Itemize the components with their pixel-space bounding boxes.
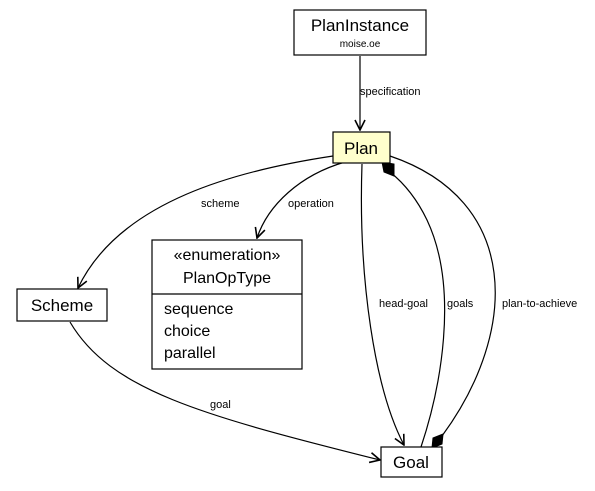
edge-plan-to-achieve: plan-to-achieve bbox=[389, 155, 577, 449]
node-goal-box bbox=[380, 446, 443, 478]
edge-goals: goals bbox=[381, 161, 474, 448]
node-goal-title: Goal bbox=[393, 453, 429, 472]
edge-goal-label: goal bbox=[210, 399, 231, 411]
enum-literal-choice: choice bbox=[164, 323, 210, 340]
edge-head-goal-line bbox=[360, 163, 404, 445]
edge-plan-to-achieve-label: plan-to-achieve bbox=[502, 298, 577, 310]
edge-goals-label: goals bbox=[447, 298, 474, 310]
edge-operation: operation bbox=[257, 161, 346, 238]
node-plan-box bbox=[332, 131, 391, 164]
edge-operation-label: operation bbox=[288, 198, 334, 210]
enum-literal-parallel: parallel bbox=[164, 345, 216, 362]
node-plan-title: Plan bbox=[344, 139, 378, 158]
node-plan-instance-title: PlanInstance bbox=[311, 16, 409, 35]
node-plan-instance-package: moise.oe bbox=[340, 39, 381, 50]
edge-operation-line bbox=[257, 161, 346, 238]
plan-to-achieve-composition-diamond bbox=[431, 433, 444, 449]
node-scheme-box bbox=[16, 288, 108, 322]
node-plan[interactable]: Plan bbox=[332, 131, 391, 164]
node-scheme[interactable]: Scheme bbox=[16, 288, 108, 322]
node-plan-op-type-stereotype: «enumeration» bbox=[174, 247, 281, 264]
node-plan-op-type[interactable]: «enumeration» PlanOpType sequence choice… bbox=[151, 239, 303, 370]
node-plan-op-type-box bbox=[151, 239, 303, 370]
edge-goal: goal bbox=[69, 321, 380, 460]
edge-scheme-label: scheme bbox=[201, 198, 240, 210]
node-plan-op-type-title: PlanOpType bbox=[183, 270, 271, 287]
edge-scheme-line bbox=[78, 155, 334, 288]
edge-head-goal-label: head-goal bbox=[379, 298, 428, 310]
edge-goal-line bbox=[69, 321, 380, 460]
edge-specification: specification bbox=[360, 56, 421, 130]
node-plan-instance[interactable]: PlanInstance moise.oe bbox=[293, 9, 427, 56]
node-plan-instance-box bbox=[293, 9, 427, 56]
goals-composition-diamond bbox=[381, 161, 395, 177]
enum-literal-sequence: sequence bbox=[164, 301, 233, 318]
edge-specification-label: specification bbox=[360, 86, 421, 98]
edge-goals-line bbox=[389, 171, 446, 448]
node-goal[interactable]: Goal bbox=[380, 446, 443, 478]
edge-plan-to-achieve-line bbox=[389, 155, 496, 437]
node-scheme-title: Scheme bbox=[31, 296, 93, 315]
edge-scheme: scheme bbox=[78, 155, 334, 288]
edge-head-goal: head-goal bbox=[360, 163, 428, 445]
